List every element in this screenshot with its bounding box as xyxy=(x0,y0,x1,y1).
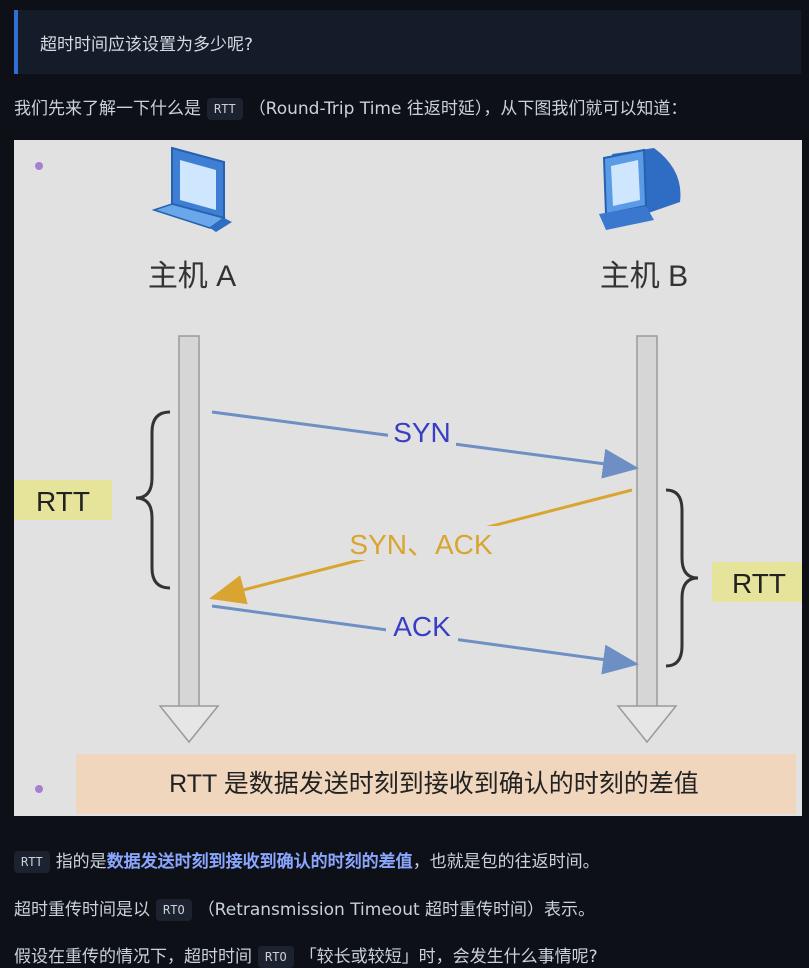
laptop-icon xyxy=(151,146,232,232)
callout-text: 超时时间应该设置为多少呢? xyxy=(40,34,254,55)
paragraph-rto: 超时重传时间是以 RTO（Retransmission Timeout 超时重传时… xyxy=(14,895,595,921)
rtt-code: RTT xyxy=(207,98,243,120)
intro-text-2: （Round-Trip Time 往返时延），从下图我们就可以知道： xyxy=(248,99,688,119)
synack-label: SYN、ACK xyxy=(349,529,492,560)
syn-label: SYN xyxy=(393,417,451,448)
host-a-label: 主机 A xyxy=(148,260,236,293)
p2-text-2: （Retransmission Timeout 超时重传时间）表示。 xyxy=(197,900,596,920)
rtt-left-box xyxy=(14,480,112,520)
bullet-dot xyxy=(35,785,43,793)
rtt-code-2: RTT xyxy=(14,851,50,873)
intro-text: 我们先来了解一下什么是 xyxy=(14,99,201,119)
rto-code-2: RTO xyxy=(258,946,294,968)
rtt-right-label: RTT xyxy=(732,568,786,599)
p3-text-2: 「较长或较短」时，会发生什么事情呢? xyxy=(299,947,598,967)
intro-paragraph: 我们先来了解一下什么是 RTT（Round-Trip Time 往返时延），从下图… xyxy=(14,94,687,120)
left-brace xyxy=(135,410,171,590)
p2-text: 超时重传时间是以 xyxy=(14,900,150,920)
host-b-label: 主机 B xyxy=(600,260,688,293)
p1-text: 指的是 xyxy=(55,852,107,872)
caption-text: RTT 是数据发送时刻到接收到确认的时刻的差值 xyxy=(169,770,699,798)
rto-code: RTO xyxy=(156,899,192,921)
p1-highlight: 数据发送时刻到接收到确认的时刻的差值 xyxy=(106,852,413,872)
bullet-dot xyxy=(35,162,43,170)
ack-label: ACK xyxy=(393,611,451,642)
paragraph-question: 假设在重传的情况下，超时时间 RTO「较长或较短」时，会发生什么事情呢? xyxy=(14,942,598,968)
right-brace xyxy=(665,488,699,668)
host-b-timeline xyxy=(616,335,678,744)
p3-text: 假设在重传的情况下，超时时间 xyxy=(14,947,252,967)
rtt-diagram: 主机 A 主机 B SYN SYN、ACK ACK xyxy=(14,140,802,816)
desktop-icon xyxy=(599,148,681,230)
callout-box: 超时时间应该设置为多少呢? xyxy=(14,10,801,74)
rtt-left-label: RTT xyxy=(36,486,90,517)
host-a-timeline xyxy=(158,335,220,744)
caption-box xyxy=(76,754,796,814)
p1-text-2: ，也就是包的往返时间。 xyxy=(412,852,600,872)
rtt-right-box xyxy=(712,562,802,602)
